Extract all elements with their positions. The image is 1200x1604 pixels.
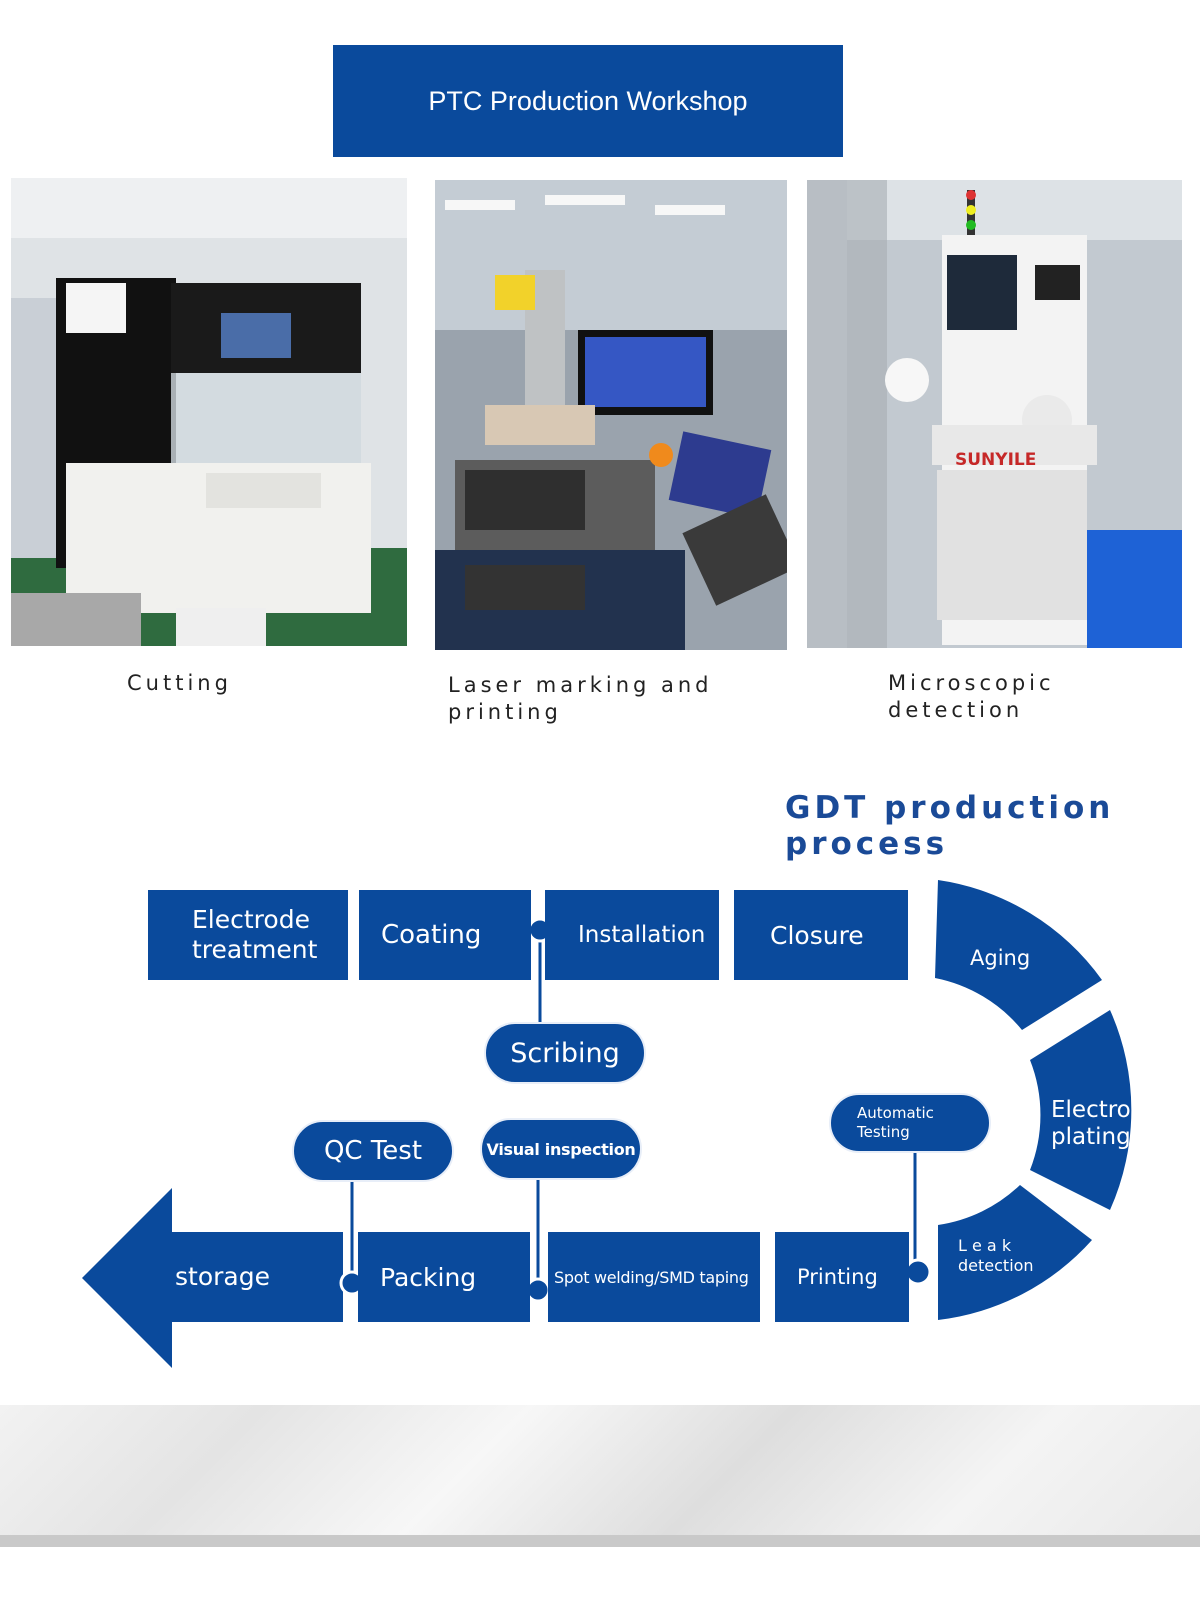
step-spot-welding: Spot welding/SMD taping — [548, 1232, 760, 1322]
step-printing: Printing — [775, 1232, 909, 1322]
arc-aging — [935, 880, 1102, 1030]
arc-electroplating — [1030, 1010, 1132, 1210]
step-coating: Coating — [359, 890, 531, 980]
microscopic-detection-photo: SUNYILE — [807, 180, 1182, 648]
cutting-machine-photo — [11, 178, 407, 646]
marble-background — [0, 1405, 1200, 1535]
pill-scribing: Scribing — [484, 1022, 646, 1084]
pill-visual-inspection: Visual inspection — [480, 1118, 642, 1180]
step-electrode-treatment: Electrode treatment — [148, 890, 348, 980]
laser-screen — [585, 337, 706, 407]
step-packing: Packing — [358, 1232, 530, 1322]
detection-screen — [947, 255, 1017, 330]
step-storage: storage — [175, 1262, 270, 1291]
arc-label-aging: Aging — [970, 946, 1031, 970]
brand-label: SUNYILE — [955, 450, 1036, 470]
pill-qc-test: QC Test — [292, 1120, 454, 1182]
photo-caption-laser: Laser marking and printing — [448, 673, 713, 724]
arc-leak-detection — [938, 1185, 1092, 1320]
laser-marking-photo — [435, 180, 787, 650]
step-closure: Closure — [734, 890, 908, 980]
step-installation: Installation — [545, 890, 719, 980]
storage-arrow — [82, 1188, 343, 1368]
footer-strip — [0, 1535, 1200, 1547]
page-banner: PTC Production Workshop — [333, 45, 843, 157]
gdt-process-title: GDT production process — [785, 790, 1115, 862]
connector-dot-4 — [904, 1258, 932, 1286]
photo-caption-cutting: Cutting — [127, 671, 232, 695]
photo-caption-microscopic: Microscopic detection — [888, 671, 1055, 722]
connector-dot-3 — [525, 1277, 551, 1303]
pill-automatic-testing: Automatic Testing — [829, 1093, 991, 1153]
arc-label-electroplating: Electro plating — [1051, 1097, 1131, 1150]
arc-label-leak-detection: L e a k detection — [958, 1236, 1034, 1275]
cutting-screen — [221, 313, 291, 358]
